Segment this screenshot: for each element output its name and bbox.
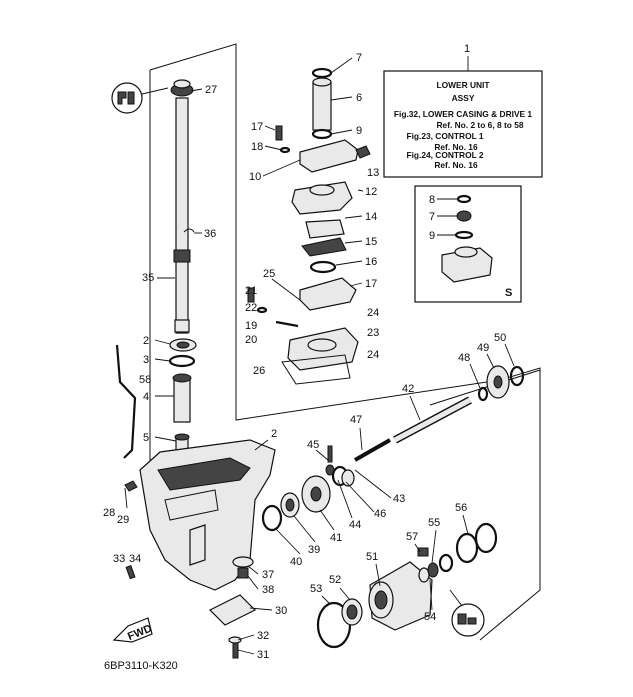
callout-53: 53 bbox=[310, 583, 322, 595]
callout-44: 44 bbox=[349, 519, 361, 531]
callout-25: 25 bbox=[263, 268, 275, 280]
callout-45: 45 bbox=[307, 439, 319, 451]
water-pump bbox=[247, 67, 371, 385]
callout-2: 2 bbox=[271, 428, 277, 440]
inset-box: 8 7 9 S bbox=[414, 185, 522, 303]
callout-52: 52 bbox=[329, 574, 341, 586]
callout-47: 47 bbox=[350, 414, 362, 426]
callout-10: 10 bbox=[249, 171, 261, 183]
callout-31: 31 bbox=[257, 649, 269, 661]
callout-28: 28 bbox=[103, 507, 115, 519]
drive-shaft bbox=[173, 97, 191, 334]
lower-casing bbox=[124, 439, 276, 626]
callout-20: 20 bbox=[245, 334, 257, 346]
fwd-arrow: FWD bbox=[112, 617, 154, 643]
callout-43: 43 bbox=[393, 493, 405, 505]
callout-9-top: 7 bbox=[356, 52, 362, 64]
inset-label-8: 8 bbox=[429, 194, 435, 206]
inset-marker: S bbox=[505, 287, 512, 299]
info-line-6: Ref. No. 16 bbox=[434, 142, 478, 152]
callout-34: 34 bbox=[129, 553, 141, 565]
callout-58: 58 bbox=[139, 374, 151, 386]
top-seal bbox=[111, 79, 194, 114]
callout-35: 35 bbox=[142, 272, 154, 284]
callout-5: 4 bbox=[143, 391, 149, 403]
callout-30: 30 bbox=[275, 605, 287, 617]
info-line-1: LOWER UNIT bbox=[436, 80, 490, 90]
callout-26: 26 bbox=[253, 365, 265, 377]
callout-42: 42 bbox=[402, 383, 414, 395]
callout-29: 29 bbox=[117, 514, 129, 526]
callout-22: 22 bbox=[245, 302, 257, 314]
shaft-components bbox=[168, 338, 197, 454]
diagram-code: 6BP3110-K320 bbox=[104, 660, 178, 672]
callout-55: 55 bbox=[428, 517, 440, 529]
callout-11: 12 bbox=[365, 186, 377, 198]
callout-19: 19 bbox=[245, 320, 257, 332]
callout-33: 33 bbox=[113, 553, 125, 565]
info-box: 1 LOWER UNIT ASSY Fig.32, LOWER CASING &… bbox=[383, 43, 543, 178]
info-line-3: Fig.32, LOWER CASING & DRIVE 1 bbox=[394, 109, 533, 119]
inset-label-7: 7 bbox=[429, 211, 435, 223]
callout-23: 23 bbox=[367, 327, 379, 339]
info-line-5: Fig.23, CONTROL 1 bbox=[406, 131, 483, 141]
anode bbox=[232, 556, 254, 579]
callout-50: 50 bbox=[494, 332, 506, 344]
callout-37: 37 bbox=[262, 569, 274, 581]
clip-36 bbox=[183, 228, 195, 233]
callout-54: 54 bbox=[424, 611, 436, 623]
callout-21: 21 bbox=[245, 285, 257, 297]
callout-16: 17 bbox=[365, 278, 377, 290]
callout-24-bottom: 24 bbox=[367, 349, 379, 361]
prop-housing bbox=[316, 522, 498, 649]
info-line-2: ASSY bbox=[452, 93, 475, 103]
callout-12: 13 bbox=[367, 167, 379, 179]
callouts: 7 6 9 17 18 10 13 12 14 15 16 17 25 21 2… bbox=[103, 52, 506, 661]
callout-24-top: 24 bbox=[367, 307, 379, 319]
info-line-4: Ref. No. 2 to 6, 8 to 58 bbox=[436, 120, 523, 130]
callout-41: 41 bbox=[330, 532, 342, 544]
callout-7: 6 bbox=[356, 92, 362, 104]
callout-17: 17 bbox=[251, 121, 263, 133]
callout-18: 18 bbox=[251, 141, 263, 153]
callout-6: 5 bbox=[143, 432, 149, 444]
info-line-7: Fig.24, CONTROL 2 bbox=[406, 150, 483, 160]
callout-46: 46 bbox=[374, 508, 386, 520]
callout-32: 32 bbox=[257, 630, 269, 642]
shift-rod bbox=[115, 344, 137, 459]
callout-27: 27 bbox=[205, 84, 217, 96]
callout-39: 39 bbox=[308, 544, 320, 556]
callout-3: 2 bbox=[143, 335, 149, 347]
gear-train bbox=[261, 365, 525, 532]
callout-4: 3 bbox=[143, 354, 149, 366]
callout-48: 48 bbox=[458, 352, 470, 364]
callout-14: 15 bbox=[365, 236, 377, 248]
callout-40: 40 bbox=[290, 556, 302, 568]
callout-15: 16 bbox=[365, 256, 377, 268]
callout-38: 38 bbox=[262, 584, 274, 596]
callout-51: 51 bbox=[366, 551, 378, 563]
bolts-lower bbox=[125, 565, 242, 659]
callout-49: 49 bbox=[477, 342, 489, 354]
info-line-8: Ref. No. 16 bbox=[434, 160, 478, 170]
inset-label-9: 9 bbox=[429, 230, 435, 242]
leader-lines bbox=[124, 57, 515, 655]
info-box-ref: 1 bbox=[464, 43, 470, 55]
callout-56: 56 bbox=[455, 502, 467, 514]
callout-36: 36 bbox=[204, 228, 216, 240]
callout-9-mid: 9 bbox=[356, 125, 362, 137]
callout-57: 57 bbox=[406, 531, 418, 543]
callout-13: 14 bbox=[365, 211, 377, 223]
